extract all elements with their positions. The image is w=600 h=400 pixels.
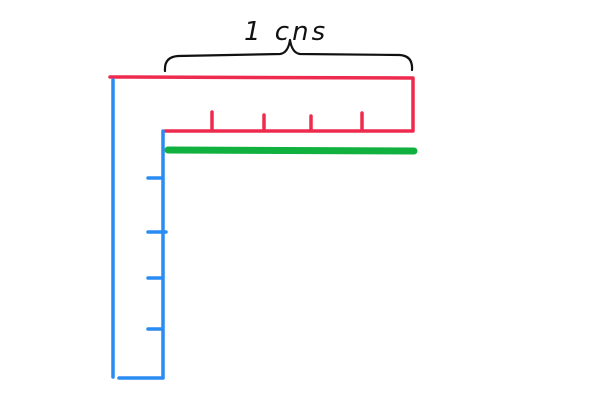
dimension-brace xyxy=(163,38,414,73)
blue-ruler-outline xyxy=(111,78,165,380)
green-line xyxy=(164,146,418,155)
dimension-label: 1 cns xyxy=(244,17,328,47)
red-ruler-outline xyxy=(108,75,415,133)
